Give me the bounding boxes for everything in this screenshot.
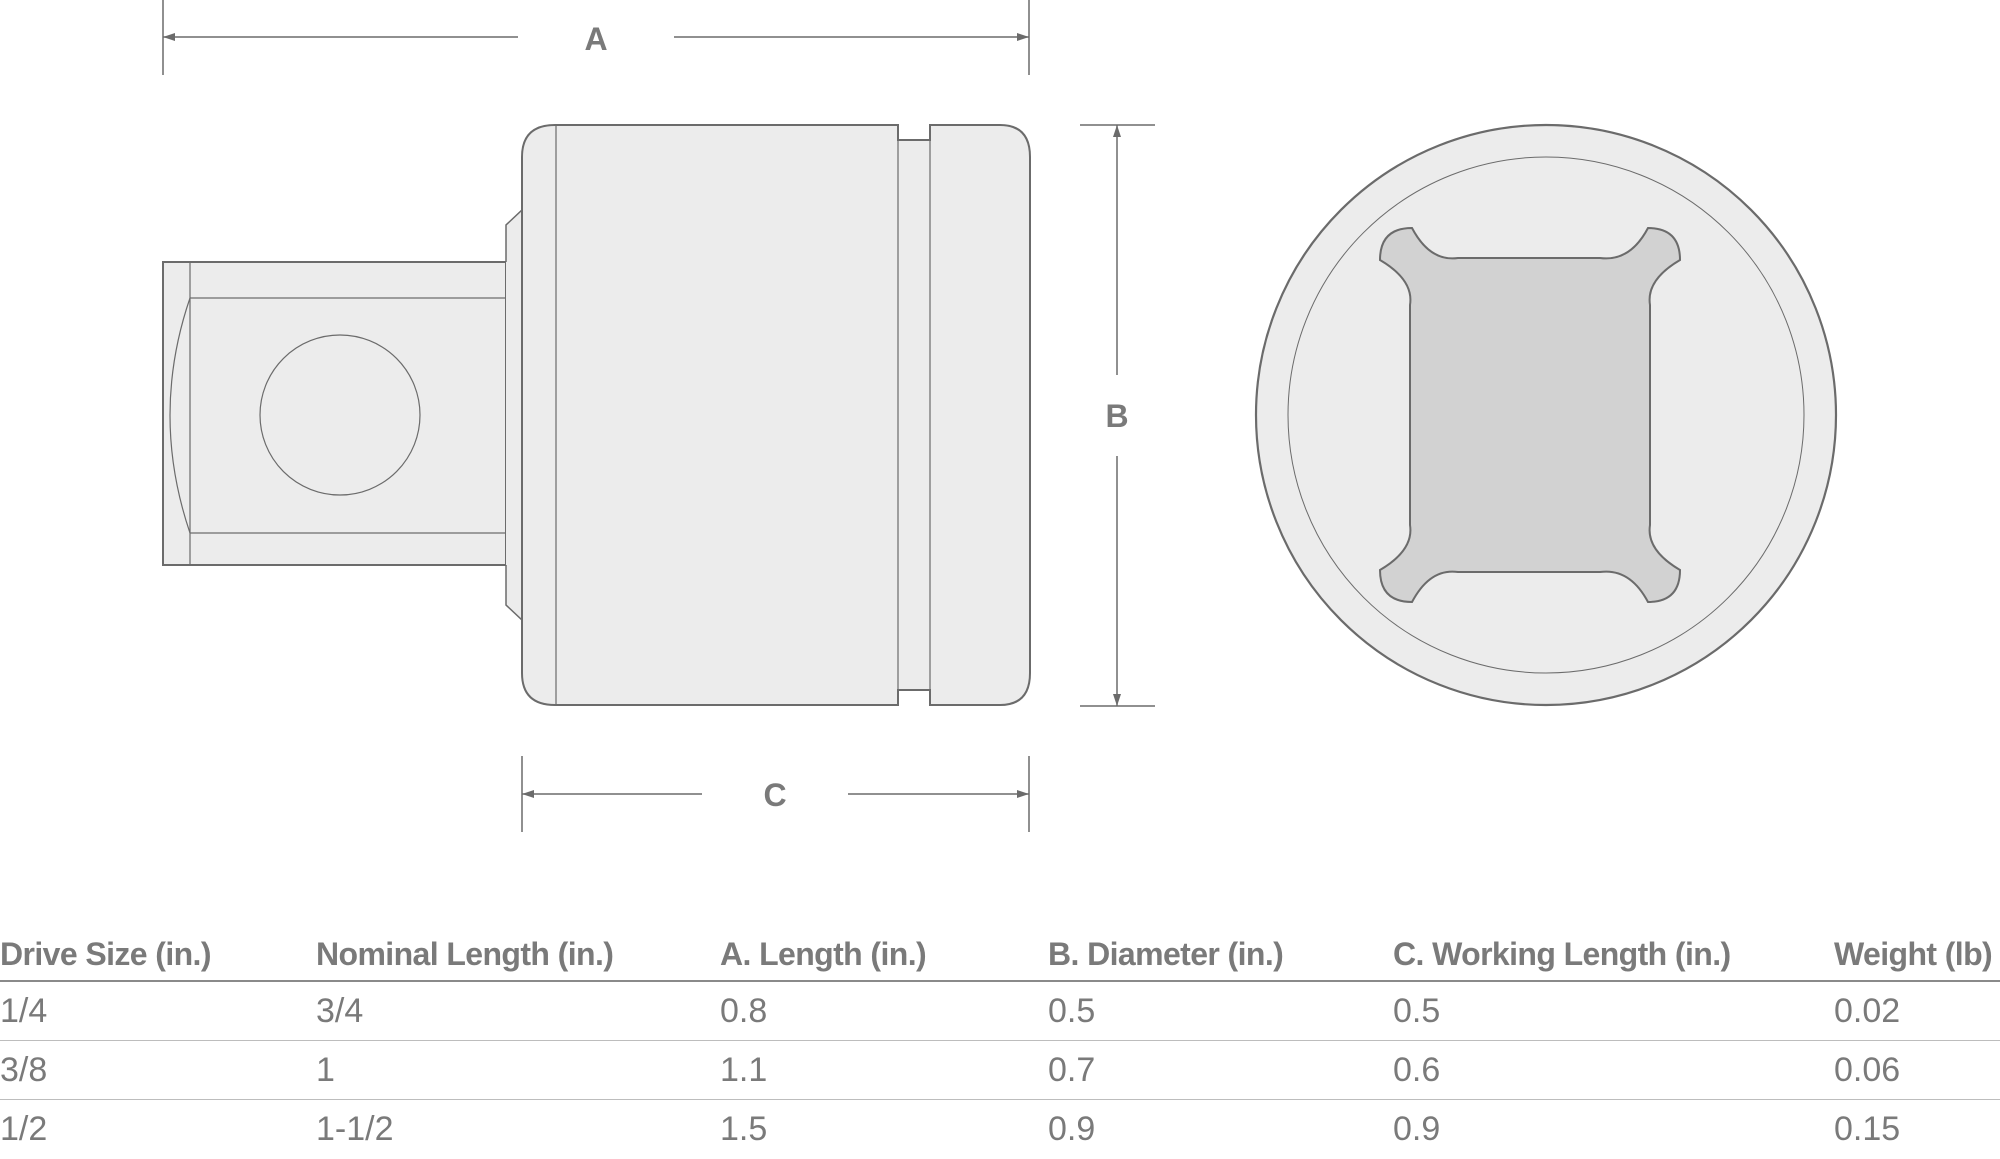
- cell-weight: 0.06: [1834, 1051, 1901, 1089]
- cell-nominal-length: 1: [316, 1051, 335, 1089]
- cell-c-working-length: 0.6: [1393, 1051, 1441, 1089]
- cell-weight: 0.15: [1834, 1110, 1901, 1148]
- cell-b-diameter: 0.7: [1048, 1051, 1096, 1089]
- socket-body: [521, 124, 1031, 706]
- dimension-a: [162, 0, 1030, 75]
- table-row: 3/8 1 1.1 0.7 0.6 0.06: [0, 1041, 2000, 1100]
- cell-nominal-length: 1-1/2: [316, 1110, 394, 1148]
- cell-a-length: 0.8: [720, 992, 768, 1030]
- header-weight: Weight (lb): [1834, 936, 1993, 972]
- cell-drive-size: 1/4: [0, 992, 48, 1030]
- end-view: [1254, 123, 1838, 707]
- female-square-drive: [1378, 226, 1682, 604]
- specs-table: Drive Size (in.) Nominal Length (in.) A.…: [0, 928, 2000, 1158]
- cell-b-diameter: 0.9: [1048, 1110, 1096, 1148]
- inner-chamfer-circle: [1287, 156, 1805, 674]
- header-nominal-length: Nominal Length (in.): [316, 936, 614, 972]
- dimension-c: [521, 756, 1030, 832]
- cell-c-working-length: 0.5: [1393, 992, 1441, 1030]
- cell-c-working-length: 0.9: [1393, 1110, 1441, 1148]
- cell-weight: 0.02: [1834, 992, 1901, 1030]
- table-row: 1/4 3/4 0.8 0.5 0.5 0.02: [0, 982, 2000, 1041]
- header-drive-size: Drive Size (in.): [0, 936, 212, 972]
- table-header-row: Drive Size (in.) Nominal Length (in.) A.…: [0, 928, 2000, 982]
- dimension-a-label: A: [584, 21, 607, 57]
- side-view: [162, 124, 1031, 706]
- cell-nominal-length: 3/4: [316, 992, 364, 1030]
- cell-drive-size: 3/8: [0, 1051, 48, 1089]
- dimension-c-label: C: [763, 777, 786, 813]
- table-row: 1/2 1-1/2 1.5 0.9 0.9 0.15: [0, 1100, 2000, 1158]
- shoulder: [505, 208, 523, 622]
- header-b-diameter: B. Diameter (in.): [1048, 936, 1284, 972]
- header-c-working-length: C. Working Length (in.): [1393, 936, 1731, 972]
- detent-ball: [259, 334, 421, 496]
- cell-a-length: 1.1: [720, 1051, 768, 1089]
- adapter-technical-drawing: A B C: [162, 0, 1838, 832]
- cell-b-diameter: 0.5: [1048, 992, 1096, 1030]
- header-a-length: A. Length (in.): [720, 936, 927, 972]
- cell-a-length: 1.5: [720, 1110, 768, 1148]
- cell-drive-size: 1/2: [0, 1110, 48, 1148]
- dimension-b: [1080, 124, 1155, 707]
- dimension-b-label: B: [1105, 398, 1128, 434]
